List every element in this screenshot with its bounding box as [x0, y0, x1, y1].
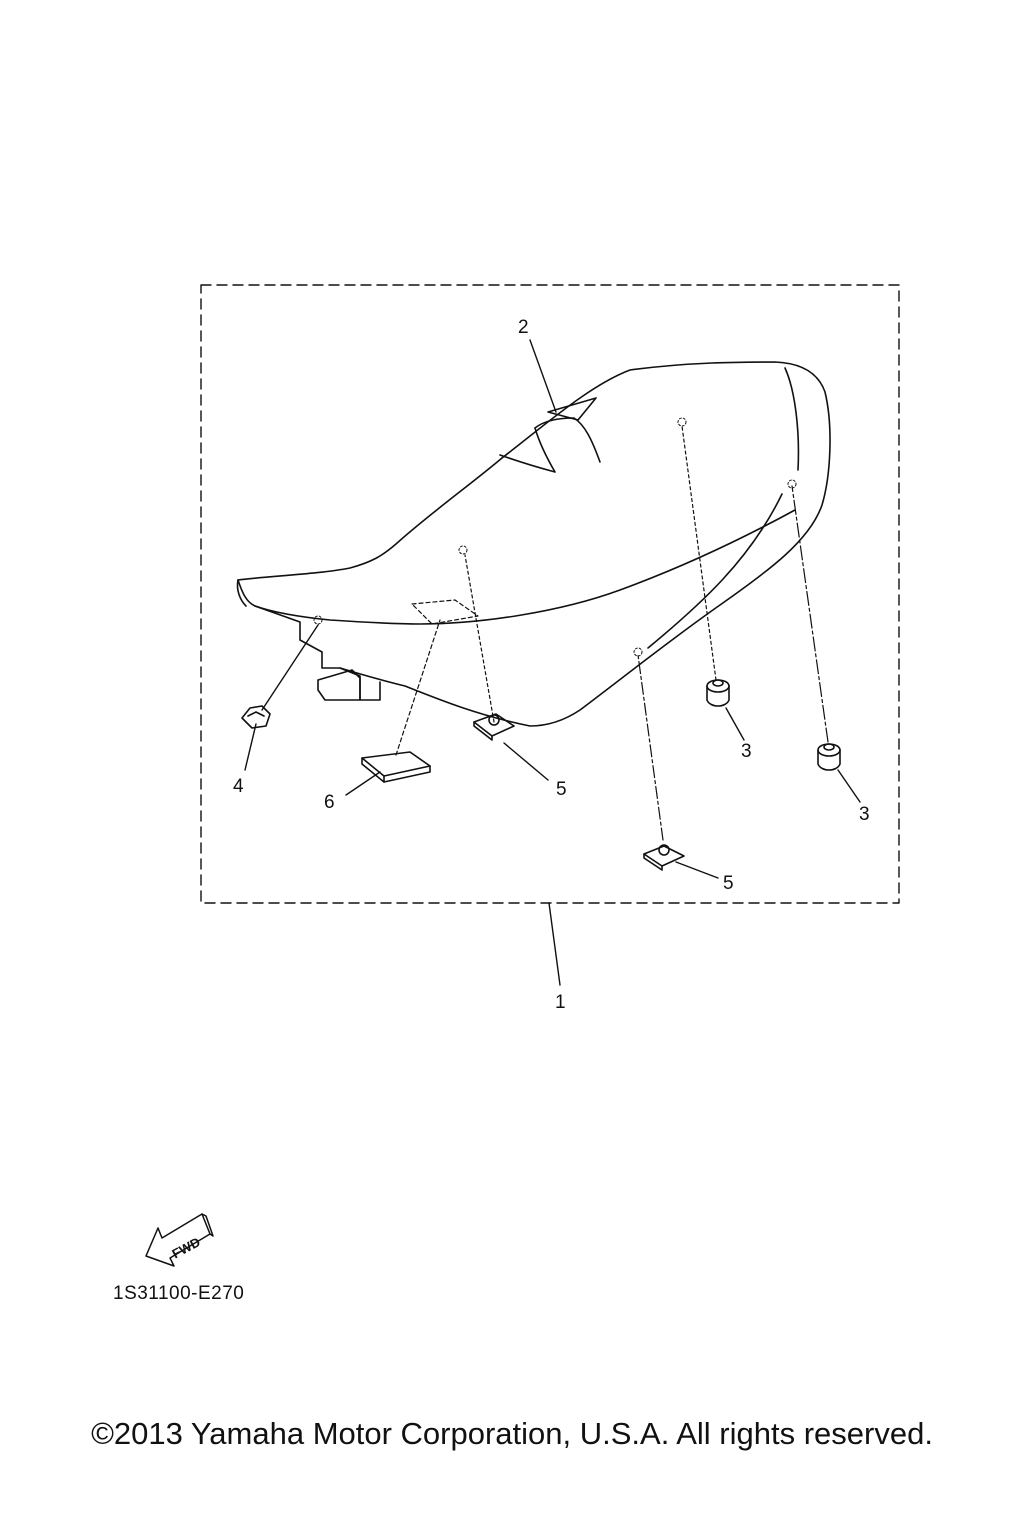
leader-6-to-seat	[395, 619, 441, 756]
leader-4-to-seat	[261, 624, 319, 711]
leader-2	[529, 339, 557, 413]
callout-1: 1	[555, 992, 566, 1013]
leader-3b	[837, 769, 861, 803]
seat-assembly	[236, 361, 831, 727]
leader-5b-to-seat	[637, 654, 664, 841]
callout-3b: 3	[859, 804, 870, 825]
leader-4	[244, 723, 257, 771]
hole-marker	[787, 479, 797, 489]
damper-part-3a	[706, 679, 730, 707]
leader-5a	[503, 742, 549, 781]
assembly-boundary	[200, 284, 900, 904]
clip-part-4	[241, 705, 271, 729]
callout-4: 4	[233, 776, 244, 797]
hole-marker	[313, 615, 323, 625]
callout-5a: 5	[556, 779, 567, 800]
leader-5a-to-seat	[464, 554, 495, 723]
damper-part-3b	[817, 743, 841, 771]
copyright-notice: ©2013 Yamaha Motor Corporation, U.S.A. A…	[91, 1416, 933, 1451]
callout-3a: 3	[741, 741, 752, 762]
callout-5b: 5	[723, 873, 734, 894]
leader-1	[548, 902, 561, 986]
hole-marker	[677, 417, 687, 427]
fwd-arrow-icon	[145, 1213, 214, 1267]
nut-part-5a	[473, 713, 515, 741]
leader-3a-to-seat	[681, 425, 717, 681]
leader-3b-to-seat	[791, 485, 829, 743]
drawing-code: 1S31100-E270	[113, 1283, 245, 1304]
callout-2: 2	[518, 317, 529, 338]
leader-6	[345, 771, 381, 796]
hole-marker	[633, 647, 643, 657]
hole-marker	[458, 545, 468, 555]
leader-5b	[675, 861, 719, 879]
pad-part-6	[361, 751, 431, 783]
leader-3a	[725, 707, 745, 741]
callout-6: 6	[324, 792, 335, 813]
nut-part-5b	[643, 844, 685, 871]
